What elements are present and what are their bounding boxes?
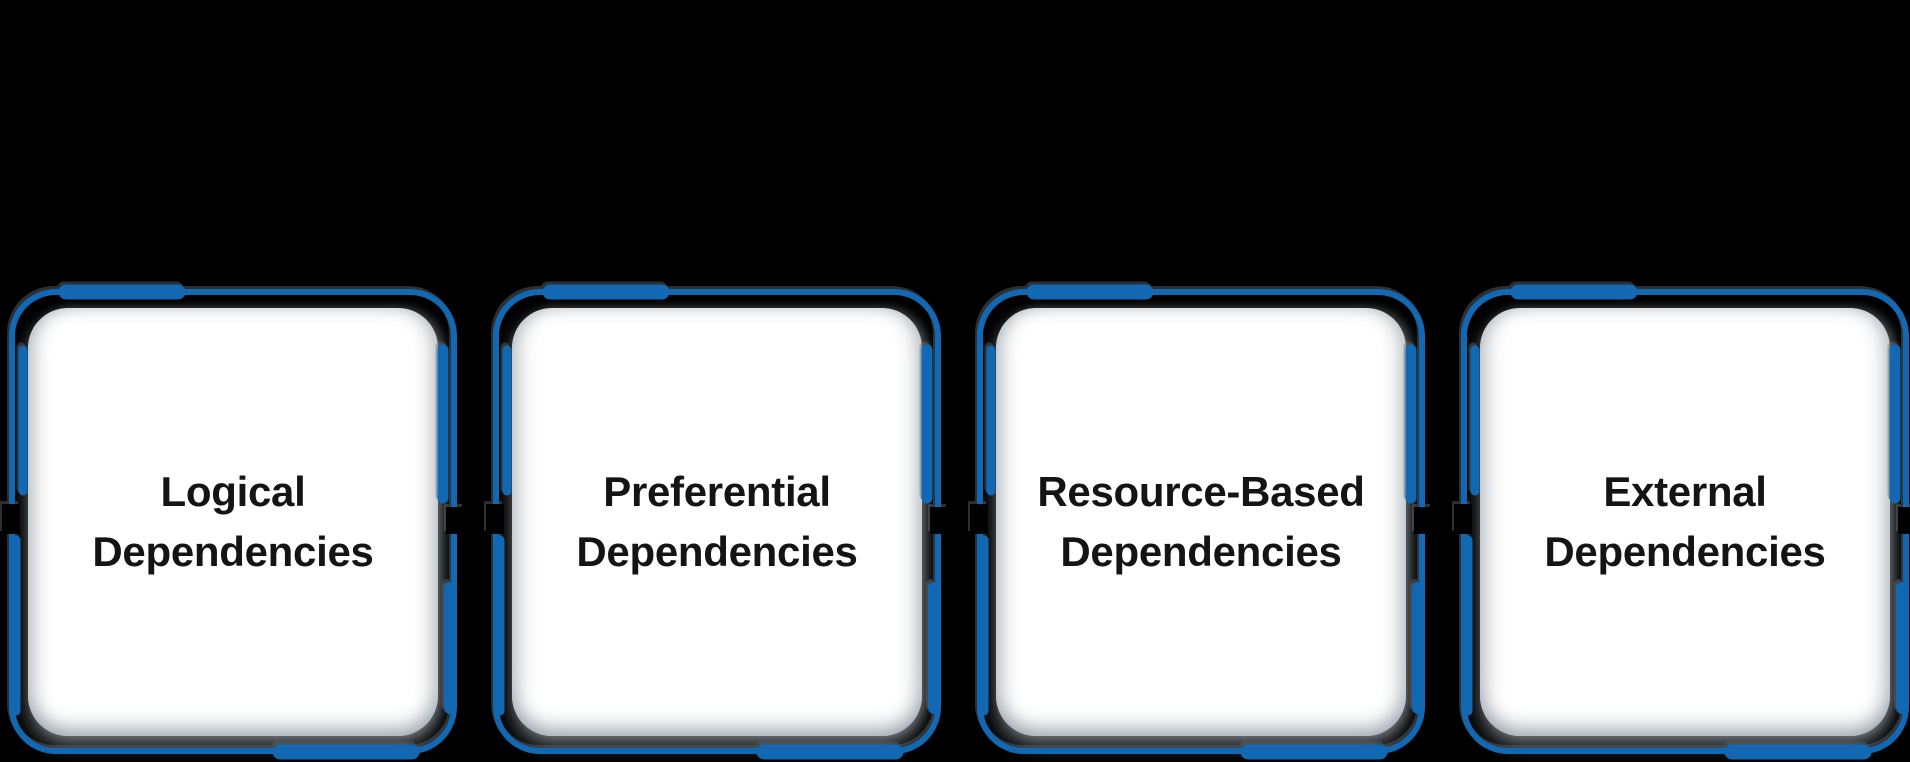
box-label: Logical Dependencies: [28, 308, 438, 736]
box-label-line1: Preferential: [603, 468, 831, 516]
box-label: External Dependencies: [1480, 308, 1890, 736]
box-label-line2: Dependencies: [92, 528, 374, 575]
box-label: Preferential Dependencies: [512, 308, 922, 736]
sketch-border: [486, 284, 948, 760]
node-preferential-dependencies: Preferential Dependencies: [486, 284, 948, 760]
card: Preferential Dependencies: [512, 308, 922, 736]
node-resource-based-dependencies: Resource-Based Dependencies: [970, 284, 1432, 760]
box-label-line1: Resource-Based: [1037, 468, 1365, 516]
card: External Dependencies: [1480, 308, 1890, 736]
node-external-dependencies: External Dependencies: [1454, 284, 1910, 760]
card: Logical Dependencies: [28, 308, 438, 736]
box-label-line2: Dependencies: [1060, 528, 1342, 575]
card: Resource-Based Dependencies: [996, 308, 1406, 736]
sketch-border: [2, 284, 464, 760]
box-label-line2: Dependencies: [576, 528, 858, 575]
sketch-border: [1454, 284, 1910, 760]
box-label: Resource-Based Dependencies: [996, 308, 1406, 736]
sketch-border: [970, 284, 1432, 760]
box-label-line1: External: [1603, 468, 1767, 516]
box-label-line1: Logical: [160, 468, 306, 516]
node-logical-dependencies: Logical Dependencies: [2, 284, 464, 760]
box-label-line2: Dependencies: [1544, 528, 1826, 575]
